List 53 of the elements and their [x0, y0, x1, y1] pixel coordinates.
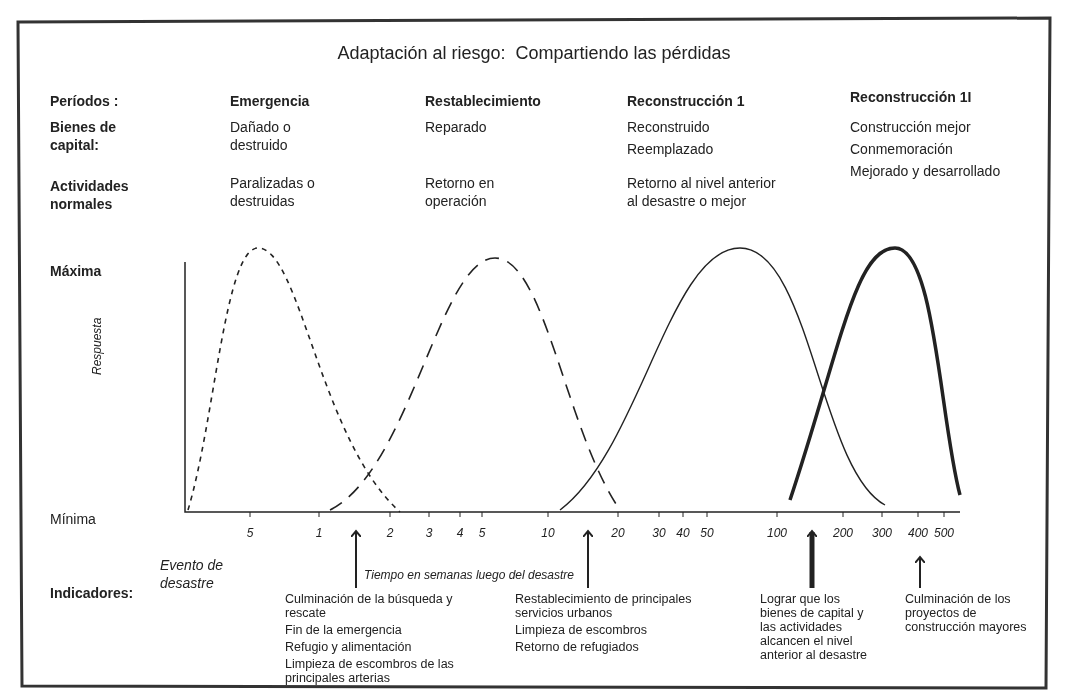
indicator-text: Lograr que los bienes de capital y las actividades alcancen el nivel anterior al desastre — [760, 592, 868, 662]
cell-text: Paralizadas o destruidas — [230, 174, 316, 210]
axis-title: Respuesta — [89, 317, 105, 375]
cell-text: Reparado — [425, 118, 487, 136]
axis-label: Mínima — [50, 510, 96, 528]
arrow — [582, 530, 594, 589]
indicator-text: Fin de la emergencia — [285, 623, 403, 637]
row-heading: Bienes de capital: — [50, 118, 118, 154]
tick-label: 50 — [700, 525, 714, 542]
tick-label: 3 — [425, 525, 433, 542]
cell-text: Conmemoración — [850, 140, 953, 158]
tick-label: 4 — [456, 525, 464, 542]
arrow — [914, 556, 926, 589]
indicator-text: Refugio y alimentación — [285, 640, 413, 654]
tick-label: 200 — [833, 525, 853, 542]
axis-label: Evento de desastre — [160, 556, 225, 592]
arrow — [806, 530, 818, 588]
tick-label: 500 — [934, 525, 954, 542]
tick-label: 10 — [541, 525, 555, 542]
indicator-text: Culminación de la búsqueda y rescate — [285, 592, 454, 620]
cell-text: Mejorado y desarrollado — [850, 162, 1001, 180]
tick-label: 100 — [767, 525, 787, 542]
cell-text: Reconstruido — [627, 118, 710, 136]
tick-label: 20 — [611, 525, 625, 542]
axis-label: Máxima — [50, 262, 102, 280]
cell-text: Reemplazado — [627, 140, 714, 158]
indicator-text: Restablecimiento de principales servicios urbanos — [515, 592, 693, 620]
indicator-text: Limpieza de escombros de las principales arterias — [285, 657, 455, 685]
cell-text: Construcción mejor — [850, 118, 971, 136]
chart-title: Adaptación al riesgo: Compartiendo las pérdidas — [336, 44, 732, 62]
column-heading: Reconstrucción 1I — [850, 88, 972, 106]
row-heading: Indicadores: — [50, 584, 134, 602]
cell-text: Retorno al nivel anterior al desastre o mejor — [627, 174, 777, 210]
tick-label: 300 — [872, 525, 892, 542]
cell-text: Dañado o destruido — [230, 118, 292, 154]
indicator-text: Limpieza de escombros — [515, 623, 648, 637]
arrow — [350, 530, 362, 589]
row-heading: Actividades normales — [50, 177, 130, 213]
tick-label: 400 — [908, 525, 928, 542]
tick-label: 2 — [386, 525, 394, 542]
indicator-text: Culminación de los proyectos de construcción mayores — [905, 592, 1028, 634]
tick-label: 40 — [676, 525, 690, 542]
axis-title: Tiempo en semanas luego del desastre — [364, 567, 575, 584]
tick-label: 1 — [315, 525, 323, 542]
column-heading: Reconstrucción 1 — [627, 92, 745, 110]
tick-label: 5 — [478, 525, 486, 542]
cell-text: Retorno en operación — [425, 174, 496, 210]
tick-label: 5 — [246, 525, 254, 542]
column-heading: Restablecimiento — [425, 92, 541, 110]
indicator-text: Retorno de refugiados — [515, 640, 640, 654]
row-heading: Períodos : — [50, 92, 119, 110]
tick-label: 30 — [652, 525, 666, 542]
column-heading: Emergencia — [230, 92, 310, 110]
